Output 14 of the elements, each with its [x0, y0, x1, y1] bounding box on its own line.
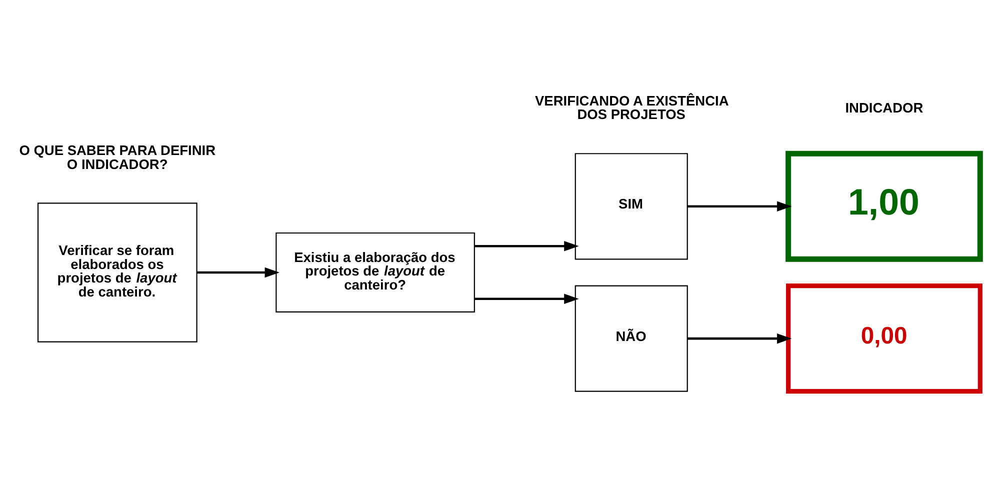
node-box: Existiu a elaboração dos projetos de layout de canteiro? [276, 232, 475, 312]
label: O QUE SABER PARA DEFINIR O INDICADOR? [19, 142, 216, 172]
arrow [687, 200, 792, 212]
arrow [687, 332, 792, 344]
label: INDICADOR [845, 100, 924, 115]
node-box: 0,00 [786, 283, 982, 394]
label: VERIFICANDO A EXISTÊNCIA DOS PROJETOS [535, 92, 729, 122]
node-box: 1,00 [786, 150, 983, 262]
arrow [474, 293, 579, 304]
arrow [196, 266, 280, 278]
arrow [474, 240, 579, 251]
node-box: Verificar se foram elaborados os projetos de layout de canteiro. [37, 202, 198, 342]
node-box: SIM [574, 152, 688, 260]
node-box: NÃO [574, 284, 688, 392]
